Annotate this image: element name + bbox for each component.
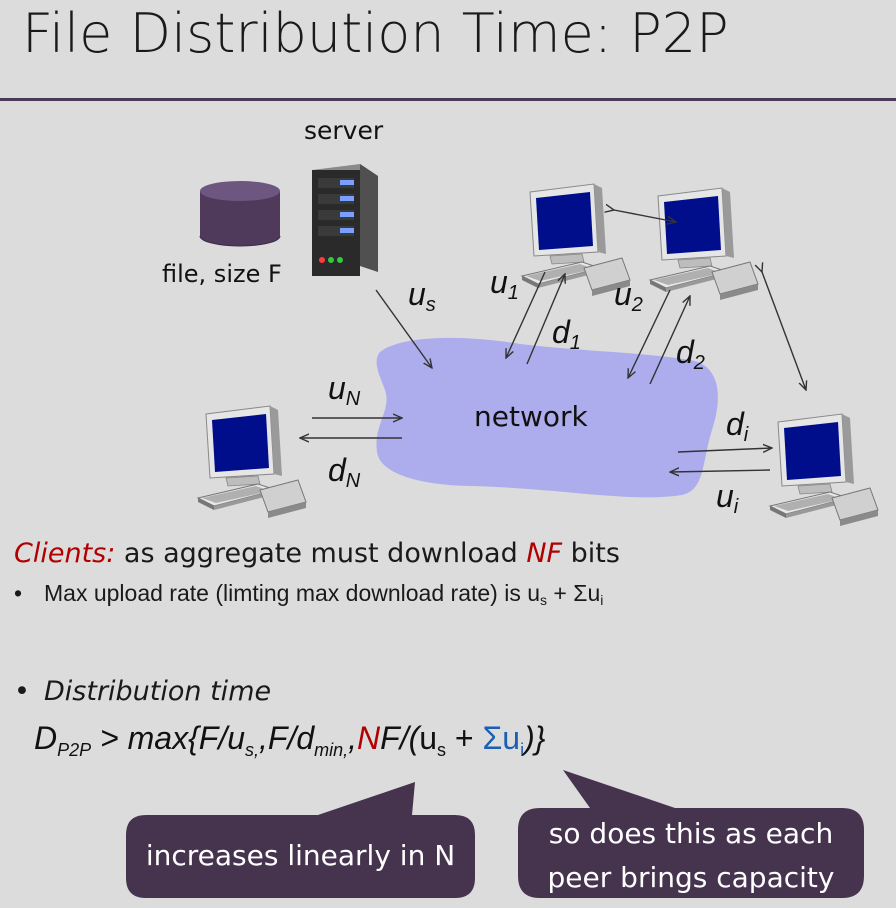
- label-us: us: [408, 276, 436, 316]
- callout-right-line1: so does this as each: [548, 817, 834, 850]
- callout-left-text: increases linearly in N: [145, 839, 456, 872]
- database-icon: [199, 181, 281, 247]
- server-label: server: [304, 116, 384, 145]
- arrow-us: [375, 289, 432, 368]
- peer-i-computer-icon: [769, 413, 879, 527]
- label-ui: ui: [716, 478, 739, 518]
- arrow-u2: [628, 289, 671, 378]
- bullet-dot: •: [14, 676, 30, 707]
- clients-middle: as aggregate must download: [115, 538, 527, 569]
- bullet-max-upload: •Max upload rate (limting max download r…: [14, 580, 604, 608]
- callout-left-bubble: [126, 782, 475, 898]
- title-divider: [0, 98, 896, 101]
- formula-n: N: [357, 720, 381, 756]
- server-icon: [312, 164, 378, 276]
- callout-right-line2: peer brings capacity: [547, 861, 835, 894]
- label-d1: d1: [552, 314, 581, 354]
- label-dN: dN: [328, 452, 361, 492]
- formula-sigma: Σu: [482, 720, 521, 756]
- clients-statement: Clients: as aggregate must download NF b…: [14, 538, 620, 569]
- label-di: di: [726, 406, 749, 446]
- arrow-d1: [526, 274, 565, 365]
- label-d2: d2: [676, 334, 705, 374]
- arrow-ui: [670, 470, 771, 472]
- arrow-di: [677, 448, 772, 452]
- clients-prefix: Clients:: [14, 538, 116, 569]
- bullet-distribution-time: •Distribution time: [14, 676, 272, 707]
- arrow-u1: [506, 271, 546, 358]
- callout-right-bubble: [518, 770, 864, 898]
- clients-nf: NF: [526, 538, 563, 569]
- arrow-peer-link: [614, 210, 676, 222]
- label-u1: u1: [490, 264, 519, 304]
- peer-2-computer-icon: [649, 187, 759, 301]
- bullet-dot: •: [14, 580, 23, 606]
- peer-n-computer-icon: [197, 405, 307, 519]
- label-uN: uN: [328, 370, 361, 410]
- distribution-time-formula: DP2P > max{F/us,,F/dmin,,NF/(us + Σui)}: [34, 720, 546, 760]
- arrow-peer2-peeri: [762, 272, 806, 390]
- clients-suffix: bits: [562, 538, 620, 569]
- slide-title: File Distribution Time: P2P: [22, 2, 729, 65]
- file-label: file, size F: [162, 260, 282, 288]
- arrow-d2: [649, 296, 690, 385]
- network-label: network: [474, 400, 588, 433]
- label-u2: u2: [614, 276, 643, 316]
